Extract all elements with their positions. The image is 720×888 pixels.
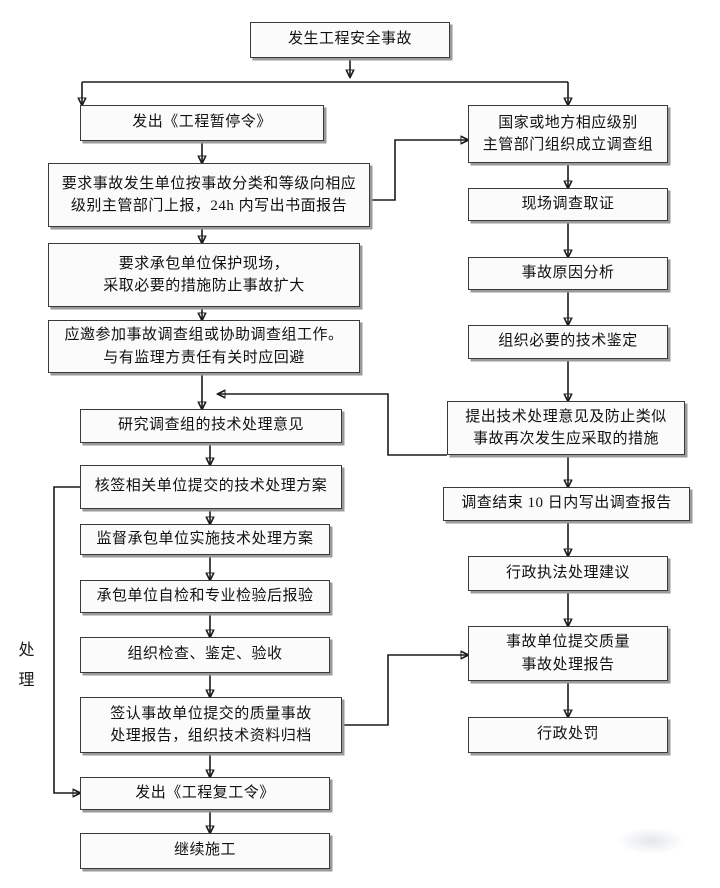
node-issue-suspension-order[interactable]: 发出《工程暂停令》 bbox=[80, 105, 324, 141]
node-technical-appraisal[interactable]: 组织必要的技术鉴定 bbox=[468, 325, 668, 359]
edge-l2-r1 bbox=[370, 140, 468, 201]
node-site-investigation[interactable]: 现场调查取证 bbox=[468, 188, 668, 221]
edge-l10-r8 bbox=[341, 655, 468, 726]
node-organize-acceptance[interactable]: 组织检查、鉴定、验收 bbox=[80, 637, 330, 673]
node-form-investigation-group[interactable]: 国家或地方相应级别 主管部门组织成立调查组 bbox=[468, 105, 668, 163]
node-protect-site[interactable]: 要求承包单位保护现场， 采取必要的措施防止事故扩大 bbox=[48, 243, 360, 307]
watermark bbox=[618, 828, 684, 854]
node-self-inspection[interactable]: 承包单位自检和专业检验后报验 bbox=[80, 580, 330, 613]
node-join-investigation-group[interactable]: 应邀参加事故调查组或协助调查组工作。 与有监理方责任有关时应回避 bbox=[48, 320, 360, 373]
node-sign-quality-report[interactable]: 签认事故单位提交的质量事故 处理报告，组织技术资料归档 bbox=[80, 697, 342, 753]
node-investigation-report-10-days[interactable]: 调查结束 10 日内写出调查报告 bbox=[443, 487, 690, 521]
side-label-processing: 处理 bbox=[18, 642, 36, 690]
node-administrative-penalty[interactable]: 行政处罚 bbox=[468, 717, 668, 753]
node-accident-occurs[interactable]: 发生工程安全事故 bbox=[250, 22, 450, 58]
node-law-enforcement-proposal[interactable]: 行政执法处理建议 bbox=[468, 556, 668, 591]
edge-l6-l11 bbox=[53, 486, 80, 793]
node-unit-submits-report[interactable]: 事故单位提交质量 事故处理报告 bbox=[468, 626, 668, 681]
node-issue-resumption-order[interactable]: 发出《工程复工令》 bbox=[80, 777, 330, 810]
node-continue-construction[interactable]: 继续施工 bbox=[80, 833, 330, 869]
node-propose-preventive-measures[interactable]: 提出技术处理意见及防止类似 事故再次发生应采取的措施 bbox=[447, 401, 685, 455]
node-report-to-authority[interactable]: 要求事故发生单位按事故分类和等级向相应 级别主管部门上报，24h 内写出书面报告 bbox=[48, 163, 370, 227]
node-countersign-plan[interactable]: 核签相关单位提交的技术处理方案 bbox=[80, 465, 342, 509]
node-supervise-implementation[interactable]: 监督承包单位实施技术处理方案 bbox=[80, 524, 330, 555]
node-cause-analysis[interactable]: 事故原因分析 bbox=[468, 257, 668, 290]
node-study-technical-opinions[interactable]: 研究调查组的技术处理意见 bbox=[80, 409, 342, 443]
